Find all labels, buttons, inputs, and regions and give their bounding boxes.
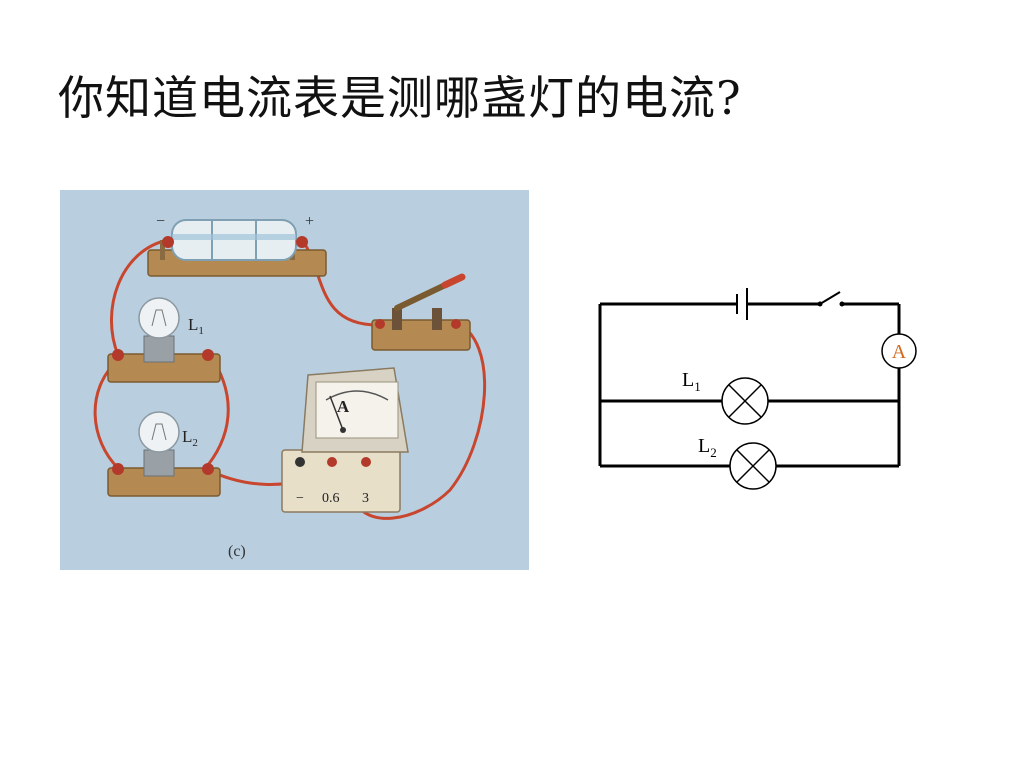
page-title: 你知道电流表是测哪盏灯的电流? xyxy=(58,71,742,125)
knife-switch xyxy=(371,273,471,351)
circuit-schematic: A L1 L2 xyxy=(598,288,917,490)
lamp-1 xyxy=(107,297,221,383)
schematic-wires xyxy=(598,302,901,468)
wire-switch-meter xyxy=(348,320,487,520)
schematic-ammeter-label: A xyxy=(892,341,907,363)
schematic-battery xyxy=(736,288,748,320)
terminal-0.6-label: 0.6 xyxy=(322,491,340,506)
lamp-2-bulb xyxy=(138,411,180,453)
schematic-ammeter xyxy=(881,333,917,369)
photo-lamp1-label: L1 xyxy=(188,315,204,337)
lamp-1-bulb xyxy=(138,297,180,339)
photo-lamp2-label: L2 xyxy=(182,427,198,449)
ammeter xyxy=(281,367,409,513)
photo-caption: (c) xyxy=(228,543,246,560)
circuit-photo: − + L1 L2 A xyxy=(60,190,529,570)
ammeter-needle xyxy=(329,395,344,431)
ammeter-symbol: A xyxy=(337,397,350,416)
battery-terminal-negative xyxy=(162,236,174,248)
terminal-3-label: 3 xyxy=(362,491,369,506)
lamp-2 xyxy=(107,411,221,497)
schematic-lamp2-label: L2 xyxy=(698,435,717,460)
battery-plus-label: + xyxy=(305,213,314,230)
battery-minus-label: − xyxy=(156,213,165,230)
schematic-lamp-2 xyxy=(729,442,777,490)
schematic-lamp1-label: L1 xyxy=(682,369,701,394)
battery xyxy=(147,219,327,277)
schematic-lamp-1 xyxy=(721,377,769,425)
schematic-switch[interactable] xyxy=(817,291,845,307)
battery-terminal-positive xyxy=(296,236,308,248)
wire-battery-lamp1 xyxy=(109,238,170,357)
terminal-minus-label: − xyxy=(296,491,304,506)
